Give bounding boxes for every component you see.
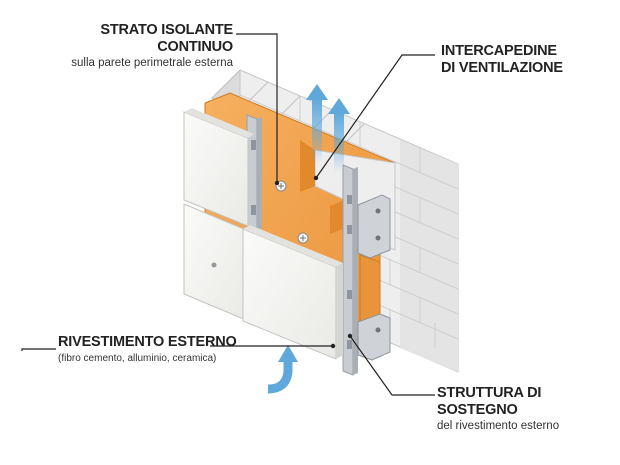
label-insulation-title: STRATO ISOLANTE CONTINUO (100, 22, 233, 55)
label-structure-title: STRUTTURA DI SOSTEGNO (437, 385, 542, 418)
label-structure-subtitle: del rivestimento esterno (437, 420, 560, 433)
cladding-panels (183, 108, 343, 360)
label-ventilation-line2: DI VENTILAZIONE (441, 59, 563, 76)
airflow-up-arrow-icon (306, 84, 350, 172)
label-ventilation: INTERCAPEDINE DI VENTILAZIONE (441, 43, 563, 76)
label-insulation-subtitle: sulla parete perimetrale esterna (71, 57, 233, 70)
label-cladding-subtitle: (fibro cemento, alluminio, ceramica) (58, 352, 217, 364)
label-structure: STRUTTURA DI SOSTEGNO del rivestimento e… (437, 385, 620, 434)
airflow-curved-arrow-icon (267, 345, 298, 394)
leader-lines (21, 33, 435, 396)
label-cladding: RIVESTIMENTO ESTERNO (fibro cemento, all… (58, 334, 237, 364)
label-ventilation-line1: INTERCAPEDINE (441, 43, 557, 59)
support-structure (246, 114, 391, 376)
label-cladding-title: RIVESTIMENTO ESTERNO (58, 334, 237, 350)
label-insulation: STRATO ISOLANTE CONTINUO sulla parete pe… (58, 22, 233, 71)
